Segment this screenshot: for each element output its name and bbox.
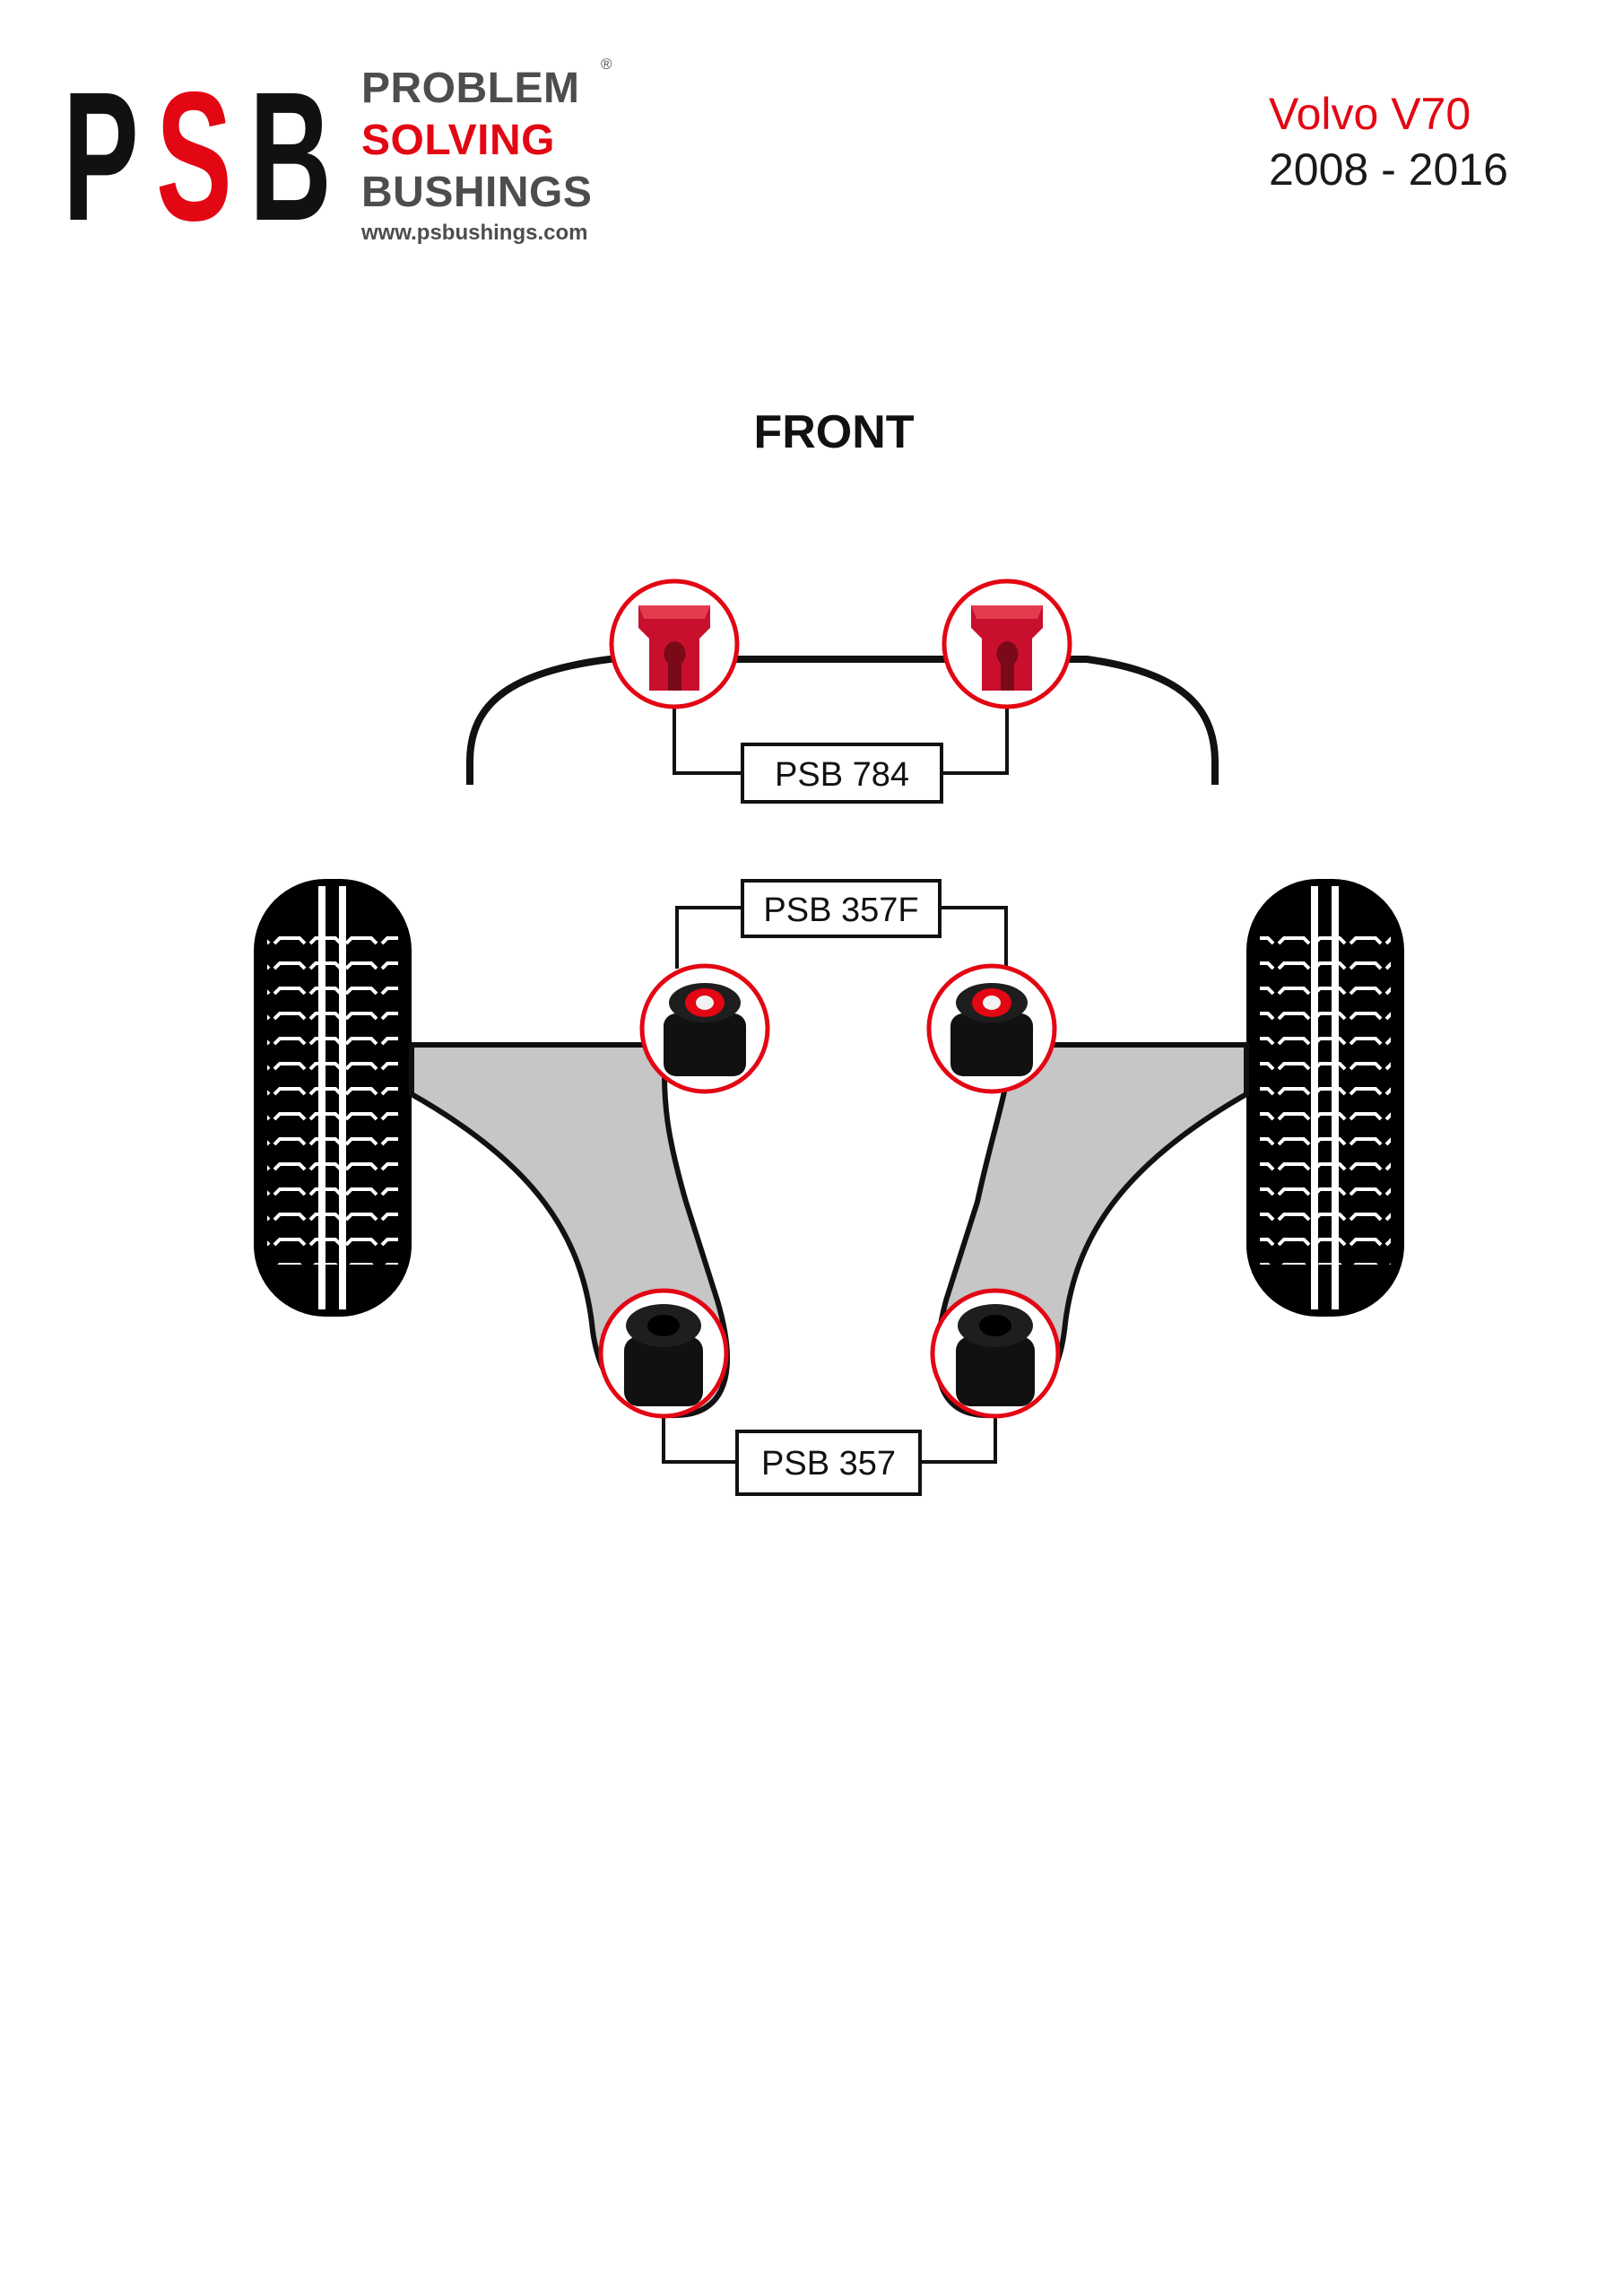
logo-wordmark: PROBLEM SOLVING BUSHINGS www.psbushings.… xyxy=(361,63,592,246)
logo-line-bushings: BUSHINGS xyxy=(361,169,593,216)
section-title: FRONT xyxy=(753,406,915,458)
part-number-357f: PSB 357F xyxy=(763,891,918,929)
rear-bush-right xyxy=(930,1288,1061,1419)
logo-line-solving: SOLVING xyxy=(361,117,555,164)
part-label-psb-357: PSB 357 xyxy=(735,1430,922,1496)
rear-bush-left xyxy=(598,1288,729,1419)
anti-roll-bar-bush-right xyxy=(942,578,1072,709)
logo-website: www.psbushings.com xyxy=(361,221,588,245)
anti-roll-bar-bush-left xyxy=(609,578,740,709)
anti-roll-bar xyxy=(466,656,1219,785)
right-wheel xyxy=(1246,879,1404,1317)
logo-line-problem: PROBLEM xyxy=(361,65,580,112)
connector-lines xyxy=(662,704,1009,1464)
left-wheel xyxy=(254,879,412,1317)
vehicle-info: Volvo V70 2008 - 2016 xyxy=(1269,86,1508,197)
part-number-357: PSB 357 xyxy=(761,1445,896,1483)
part-label-psb-357f: PSB 357F xyxy=(741,879,942,938)
logo-letters: P S B xyxy=(63,59,343,255)
part-label-psb-784: PSB 784 xyxy=(741,743,943,804)
vehicle-years: 2008 - 2016 xyxy=(1269,144,1508,195)
psb-logo: P S B PROBLEM SOLVING BUSHINGS www.psbus… xyxy=(63,56,637,265)
part-number-784: PSB 784 xyxy=(775,756,909,794)
registered-mark: ® xyxy=(601,56,612,73)
front-bush-left xyxy=(639,963,770,1094)
front-bush-right xyxy=(926,963,1057,1094)
vehicle-model: Volvo V70 xyxy=(1269,89,1471,139)
